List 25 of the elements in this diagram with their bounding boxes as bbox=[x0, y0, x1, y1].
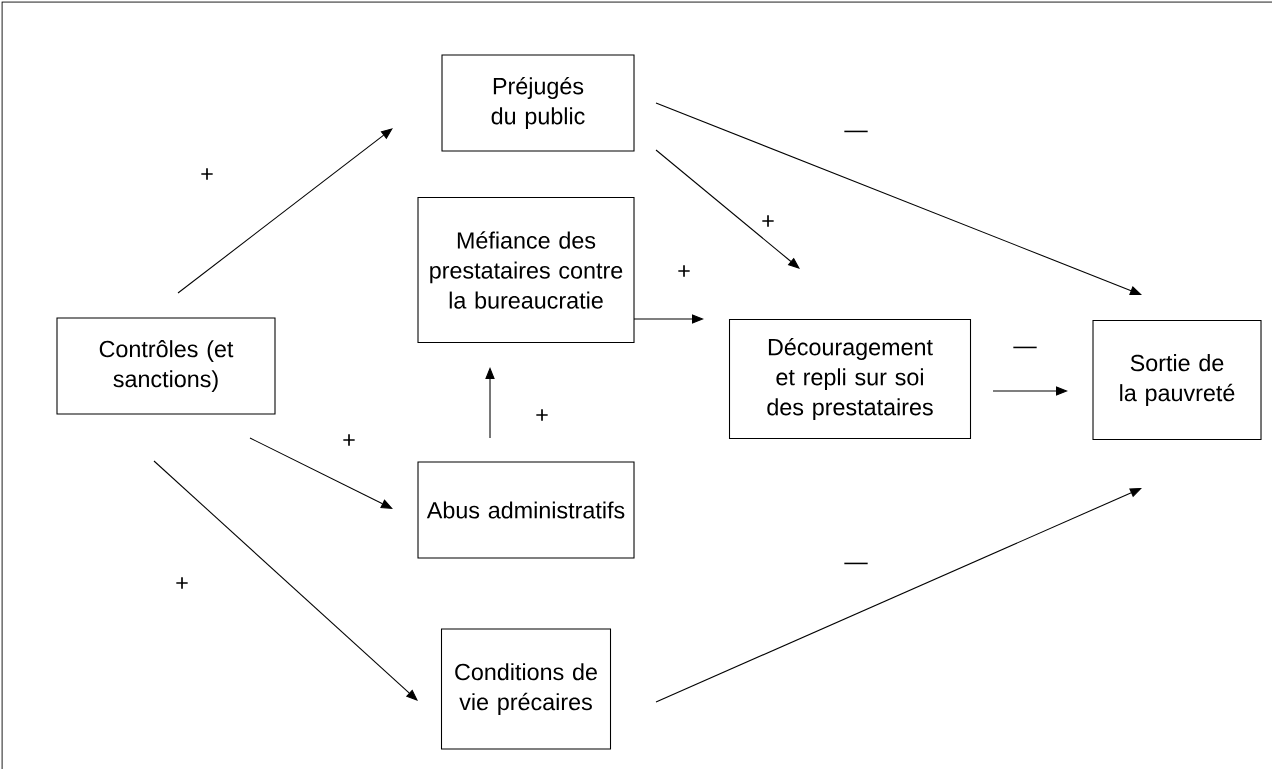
box: Méfiance des prestataires contre la bureaucratie bbox=[417, 196, 635, 344]
edge-label: + bbox=[173, 575, 191, 593]
box: Découragement et repli sur soi des prestataires bbox=[728, 318, 972, 440]
arrow bbox=[992, 386, 1068, 396]
edge-label: + bbox=[198, 166, 216, 184]
arrow bbox=[655, 102, 1142, 296]
arrow bbox=[153, 460, 418, 701]
box: Préjugés du public bbox=[441, 54, 635, 152]
edge-label: + bbox=[340, 432, 358, 450]
box: Contrôles (et sanctions) bbox=[56, 317, 276, 415]
box: Conditions de vie précaires bbox=[440, 628, 612, 750]
edge-label: — bbox=[843, 129, 869, 139]
arrow bbox=[177, 128, 393, 294]
edge-label: + bbox=[533, 407, 551, 425]
edge-label: + bbox=[759, 213, 777, 231]
arrow bbox=[655, 149, 800, 269]
arrow bbox=[655, 488, 1142, 703]
edge-label: — bbox=[1012, 345, 1038, 355]
box: Sortie de la pauvreté bbox=[1092, 319, 1262, 441]
arrow bbox=[485, 367, 495, 439]
arrow bbox=[249, 437, 393, 509]
box: Abus administratifs bbox=[417, 461, 635, 559]
arrow bbox=[633, 314, 704, 324]
edge-label: — bbox=[843, 561, 869, 571]
edge-label: + bbox=[675, 263, 693, 281]
